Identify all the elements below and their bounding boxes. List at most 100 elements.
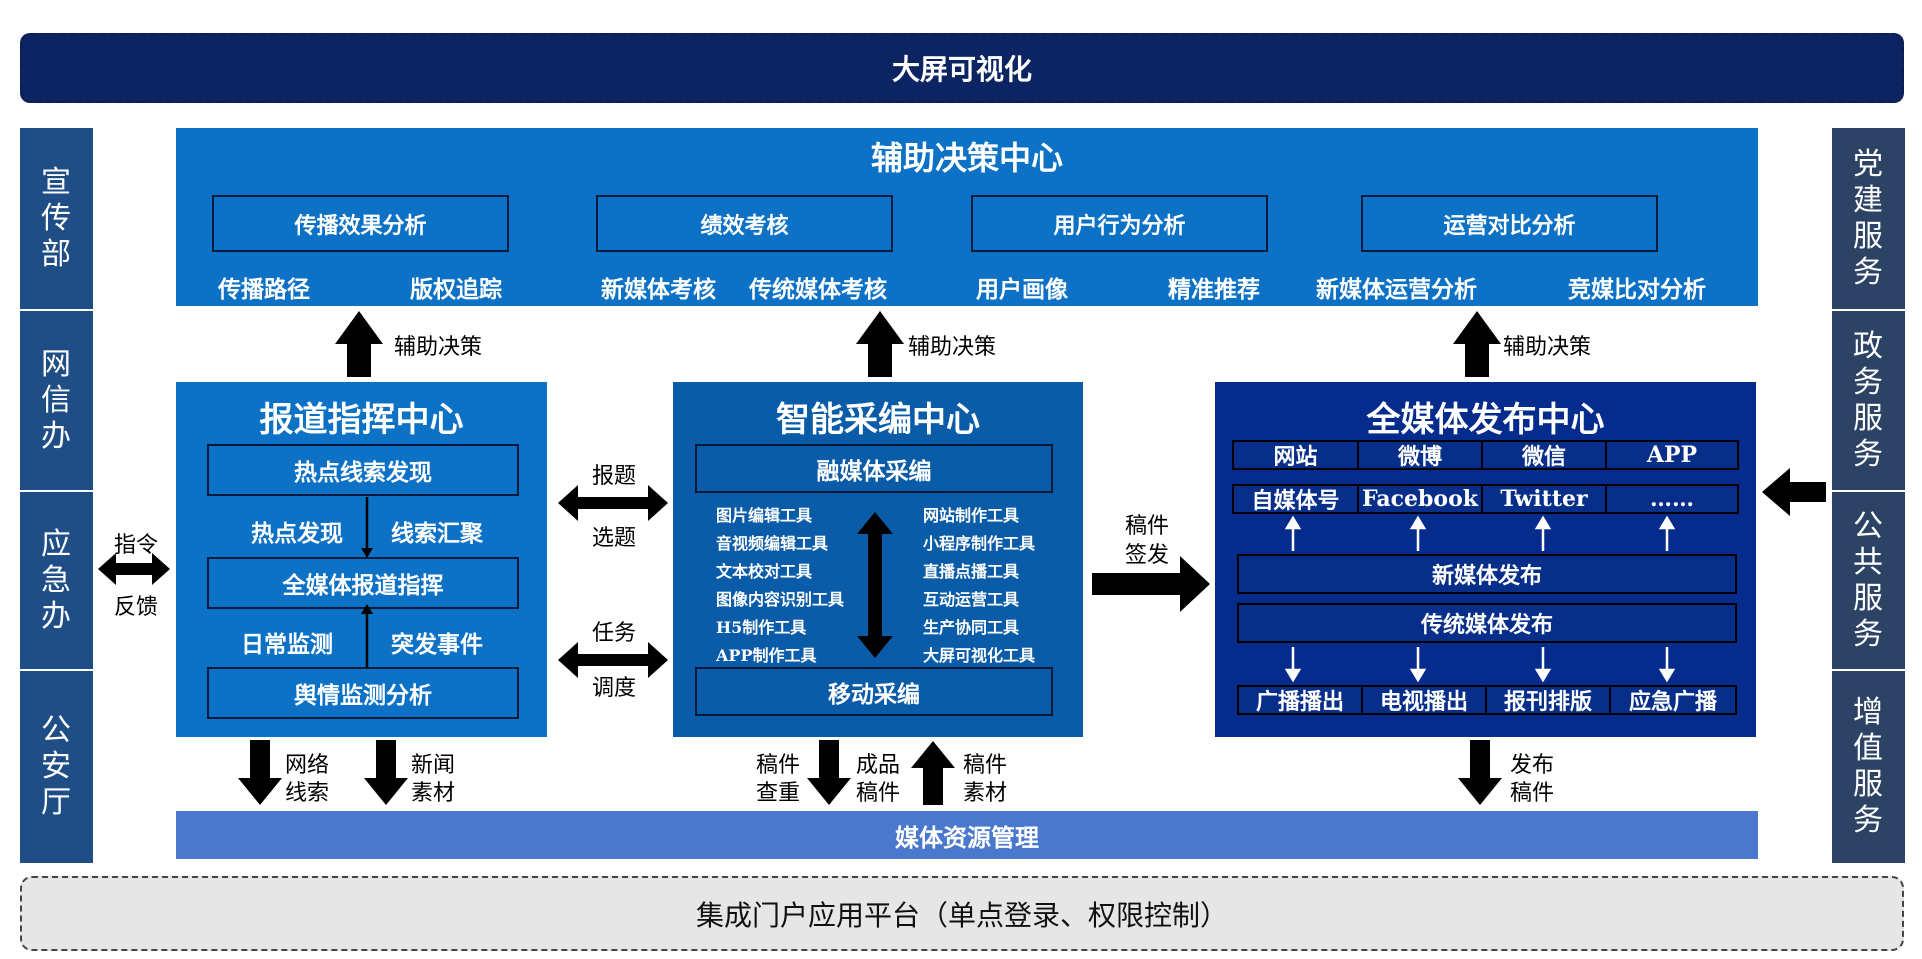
tool-h5: H5制作工具: [716, 618, 807, 637]
channel-self-media: 自媒体号: [1232, 484, 1359, 514]
down-arrow-net-clue: [238, 740, 282, 805]
tool-av-editing: 音视频编辑工具: [716, 534, 829, 553]
char: 服: [1853, 767, 1884, 802]
d-box-user-behavior: 用户行为分析: [971, 195, 1268, 252]
left-dept-cyberspace: 网信办: [20, 309, 93, 490]
char: 值: [1853, 731, 1884, 766]
media-resource-management: 媒体资源管理: [176, 811, 1758, 859]
box-hotspot-clue-discovery: 热点线索发现: [207, 444, 519, 496]
d-sub-new-media-operation: 新媒体运营分析: [1316, 276, 1477, 303]
char: 服: [1853, 400, 1884, 436]
decision-support-center: 辅助决策中心 传播效果分析 传播路径 版权追踪 绩效考核 新媒体考核 传统媒体考…: [176, 128, 1758, 306]
char: 共: [1853, 544, 1884, 580]
output-print: 报刊排版: [1485, 685, 1611, 715]
down-arrow-check-dup: [807, 740, 851, 805]
up-arrow-draft-material: [911, 741, 955, 805]
tool-image-recognition: 图像内容识别工具: [716, 590, 845, 609]
left-dept-public-security: 公安厅: [20, 669, 93, 863]
label-news-mat-2: 素材: [411, 781, 456, 806]
label-feedback: 反馈: [114, 595, 159, 620]
char: 服: [1853, 218, 1884, 254]
bottom-band-portal-platform: 集成门户应用平台（单点登录、权限控制）: [20, 876, 1904, 951]
char: 党: [1853, 146, 1884, 182]
tool-mini-program: 小程序制作工具: [923, 534, 1036, 553]
decision-center-title: 辅助决策中心: [870, 139, 1063, 177]
d-sub-new-media-assessment: 新媒体考核: [601, 276, 716, 303]
d-sub-precise-recommendation: 精准推荐: [1168, 276, 1260, 303]
down-arrow-news-material: [364, 740, 408, 805]
up-arrow-decision-3: [1453, 311, 1501, 377]
char: 急: [41, 562, 72, 598]
report-command-center: 报道指挥中心 热点线索发现 热点发现 线索汇聚 全媒体报道指挥 日常监测 突发事…: [176, 382, 547, 737]
char: 务: [1853, 803, 1884, 838]
label-hotspot-discovery: 热点发现: [251, 520, 343, 547]
bottom-band-label: 集成门户应用平台（单点登录、权限控制）: [695, 898, 1228, 932]
char: 服: [1853, 580, 1884, 616]
d-box-operation-comparison: 运营对比分析: [1361, 195, 1658, 252]
label-command: 指令: [114, 533, 159, 558]
report-center-title: 报道指挥中心: [259, 399, 464, 440]
tool-image-editing: 图片编辑工具: [716, 506, 813, 525]
char: 应: [41, 526, 72, 562]
smart-center-title: 智能采编中心: [776, 399, 980, 440]
right-service-value-added: 增值服务: [1832, 669, 1905, 863]
label-news-mat-1: 新闻: [411, 753, 456, 778]
char: 网: [41, 346, 72, 382]
label-net-clue-2: 线索: [285, 781, 330, 806]
tool-live-vod: 直播点播工具: [923, 562, 1020, 581]
label-sign-top: 稿件: [1125, 514, 1170, 539]
label-publish-draft-2: 稿件: [1510, 781, 1555, 806]
left-arrow-services: [1762, 468, 1826, 516]
top-band-large-screen-visualization: 大屏可视化: [20, 33, 1904, 103]
up-arrow-decision-2: [856, 311, 904, 377]
tool-interactive-ops: 互动运营工具: [923, 590, 1020, 609]
top-band-label: 大屏可视化: [891, 53, 1032, 86]
label-sign-bottom: 签发: [1125, 543, 1170, 568]
all-media-publishing-center: 全媒体发布中心 网站 微博 微信 APP 自媒体号 Facebook Twitt…: [1215, 382, 1756, 737]
down-arrow-publish-draft: [1458, 740, 1502, 805]
box-new-media-publish: 新媒体发布: [1237, 554, 1737, 594]
right-service-party: 党建服务: [1832, 128, 1905, 309]
d-sub-traditional-assessment: 传统媒体考核: [749, 276, 887, 303]
left-dept-propaganda: 宣传部: [20, 128, 93, 309]
label-task: 任务: [592, 621, 637, 646]
left-dept-emergency: 应急办: [20, 490, 93, 669]
label-check-dup-1: 稿件: [756, 753, 801, 778]
char: 传: [41, 200, 72, 236]
media-bar-label: 媒体资源管理: [895, 822, 1039, 852]
channel-more: ……: [1605, 484, 1739, 514]
tool-production-collab: 生产协同工具: [923, 618, 1020, 637]
char: 务: [1853, 616, 1884, 652]
channel-weibo: 微博: [1357, 440, 1483, 470]
label-aux-decision-1: 辅助决策: [394, 335, 483, 360]
box-converged-media-editing: 融媒体采编: [695, 444, 1053, 493]
char: 政: [1853, 328, 1884, 364]
right-service-government: 政务服务: [1832, 309, 1905, 490]
char: 厅: [41, 785, 72, 820]
d-sub-user-portrait: 用户画像: [976, 276, 1068, 303]
char: 宣: [41, 164, 72, 200]
label-clue-aggregation: 线索汇聚: [391, 520, 483, 547]
char: 增: [1853, 695, 1884, 730]
label-emergency-event: 突发事件: [391, 631, 483, 658]
d-box-performance: 绩效考核: [596, 195, 893, 252]
box-all-media-command: 全媒体报道指挥: [207, 557, 519, 609]
char: 公: [1853, 508, 1884, 544]
output-radio: 广播播出: [1237, 685, 1363, 715]
tool-app: APP制作工具: [716, 646, 817, 665]
label-dispatch: 调度: [592, 676, 637, 701]
label-report: 报题: [592, 464, 637, 489]
char: 办: [41, 598, 72, 634]
output-tv: 电视播出: [1361, 685, 1487, 715]
channel-facebook: Facebook: [1357, 484, 1483, 514]
d-sub-competitor-comparison: 竞媒比对分析: [1568, 276, 1706, 303]
label-finished-1: 成品: [856, 753, 901, 778]
channel-website: 网站: [1232, 440, 1359, 470]
char: 建: [1853, 182, 1884, 218]
label-draft-mat-1: 稿件: [963, 753, 1008, 778]
label-daily-monitoring: 日常监测: [241, 631, 333, 658]
channel-twitter: Twitter: [1481, 484, 1607, 514]
right-service-public: 公共服务: [1832, 490, 1905, 669]
d-box-propagation-analysis: 传播效果分析: [212, 195, 509, 252]
d-sub-propagation-path: 传播路径: [218, 276, 310, 303]
